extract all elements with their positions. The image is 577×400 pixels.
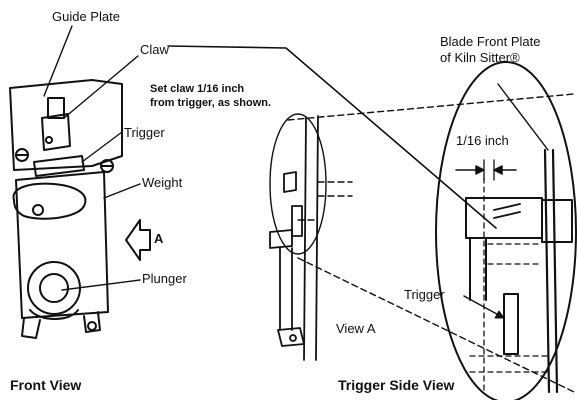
- side-view-drawing: [269, 115, 319, 361]
- label-guide-plate: Guide Plate: [52, 9, 120, 24]
- label-blade-line2: of Kiln Sitter®: [440, 50, 520, 66]
- side-view-focus-circle: [269, 113, 327, 255]
- magnified-detail: [435, 61, 577, 400]
- magnified-circle: [435, 61, 577, 400]
- note-set-claw-line2: from trigger, as shown.: [150, 96, 272, 109]
- caption-trigger-side-view: Trigger Side View: [338, 377, 455, 393]
- label-weight: Weight: [142, 175, 183, 190]
- label-view-a: View A: [336, 321, 376, 336]
- label-blade-front-plate: Blade Front Plate of Kiln Sitter®: [440, 34, 540, 67]
- label-plunger: Plunger: [142, 271, 187, 286]
- label-gap-dimension: 1/16 inch: [456, 133, 509, 148]
- trigger-shape: [33, 155, 85, 177]
- note-set-claw-line1: Set claw 1/16 inch: [150, 83, 245, 95]
- label-blade-line1: Blade Front Plate: [440, 34, 541, 49]
- caption-front-view: Front View: [10, 377, 82, 393]
- label-claw: Claw: [140, 42, 169, 57]
- weight-shape: [12, 182, 87, 220]
- note-set-claw: Set claw 1/16 inch from trigger, as show…: [150, 83, 271, 111]
- label-view-arrow-a: A: [154, 231, 164, 246]
- label-trigger-front: Trigger: [124, 125, 165, 140]
- view-a-arrow: [125, 219, 151, 261]
- claw-shape: [41, 113, 71, 151]
- front-view-drawing: [9, 79, 151, 339]
- body-shape: [15, 171, 109, 319]
- label-trigger-detail: Trigger: [404, 287, 445, 302]
- guide-plate-shape: [9, 79, 123, 171]
